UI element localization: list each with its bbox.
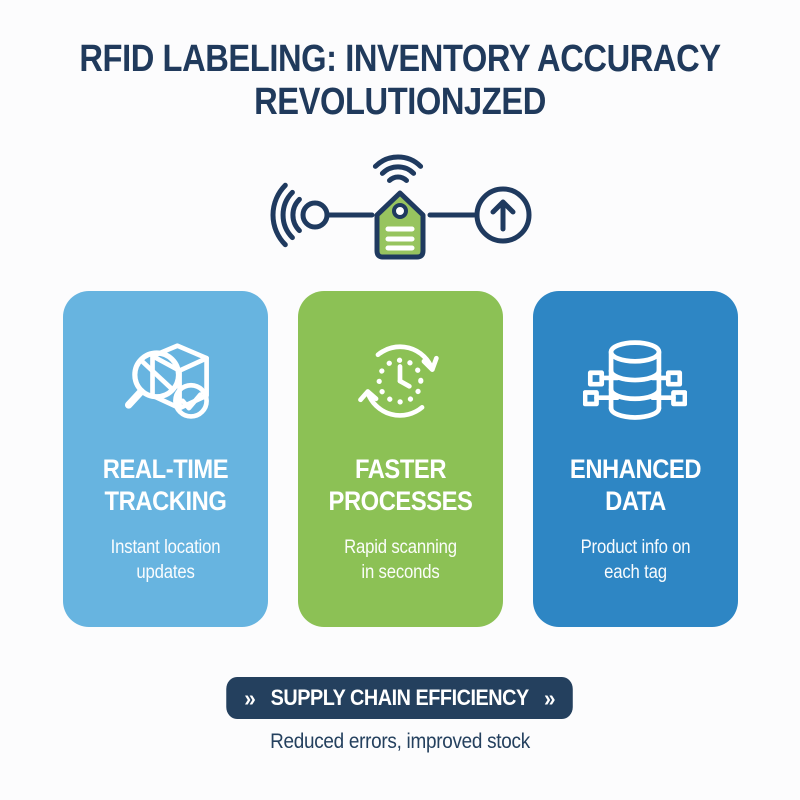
rfid-tag-signal-icon <box>270 154 532 260</box>
card-enhanced-data: ENHANCED DATA Product info on each tag <box>532 291 738 628</box>
page-title-line1: RFID LABELING: INVENTORY ACCURACY <box>79 38 721 80</box>
card-title: FASTER PROCESSES <box>328 454 472 517</box>
box-search-check-icon <box>63 323 268 435</box>
card-subtitle: Product info on each tag <box>580 536 690 583</box>
page-title: RFID LABELING: INVENTORY ACCURACY REVOLU… <box>56 0 744 123</box>
card-real-time-tracking: REAL-TIME TRACKING Instant location upda… <box>62 291 268 628</box>
supply-chain-banner: » SUPPLY CHAIN EFFICIENCY » <box>226 677 574 720</box>
rfid-hero-illustration <box>0 151 800 265</box>
database-sync-icon <box>533 323 738 435</box>
reader-node-icon <box>300 200 330 230</box>
card-subtitle: Instant location updates <box>110 536 220 583</box>
card-subtitle: Rapid scanning in seconds <box>343 536 457 583</box>
rfid-tag-icon <box>374 190 426 260</box>
card-faster-processes: FASTER PROCESSES Rapid scanning in secon… <box>297 291 503 628</box>
footer-note: Reduced errors, improved stock <box>270 730 530 754</box>
banner-row: » SUPPLY CHAIN EFFICIENCY » <box>0 677 800 720</box>
card-title: ENHANCED DATA <box>569 454 701 517</box>
clock-refresh-icon <box>298 323 503 435</box>
page-title-line2: REVOLUTIONJZED <box>254 80 546 123</box>
feature-cards-row: REAL-TIME TRACKING Instant location upda… <box>0 291 800 628</box>
signal-waves-icon <box>270 182 302 248</box>
upload-arrow-icon <box>474 186 532 244</box>
card-title: REAL-TIME TRACKING <box>102 454 228 517</box>
wifi-signal-icon <box>372 154 424 184</box>
banner-label: SUPPLY CHAIN EFFICIENCY <box>270 685 530 711</box>
chevron-right-icon: » <box>244 684 257 711</box>
chevron-right-icon: » <box>544 684 556 711</box>
